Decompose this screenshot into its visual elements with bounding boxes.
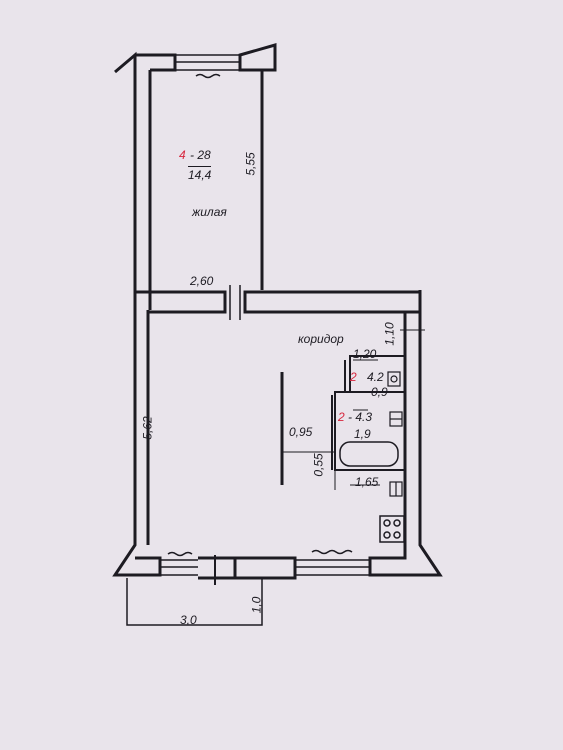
living-room-length: 5,55 — [243, 152, 258, 176]
toilet-width: 1,20 — [353, 347, 377, 361]
balcony — [126, 555, 263, 626]
living-room-label: жилая — [192, 205, 227, 219]
toilet-area: 0,9 — [371, 385, 388, 399]
balcony-depth: 1,0 — [249, 596, 264, 614]
top-wall — [135, 53, 177, 72]
exterior-wall-left — [112, 51, 162, 577]
bathroom-number: 2 — [338, 410, 345, 424]
bathroom-ref: - 4.3 — [348, 410, 373, 424]
toilet-ref: 4.2 — [367, 370, 384, 384]
living-room-area: 14,4 — [188, 166, 212, 182]
corridor-label: коридор — [298, 332, 344, 346]
stove-icon — [379, 515, 405, 543]
living-room-number: 4 — [179, 148, 186, 162]
bathroom-area: 1,9 — [354, 427, 371, 441]
kitchen-width: 1,65 — [355, 475, 379, 489]
bottom-left-window — [160, 551, 198, 576]
partition-offset: 0,95 — [289, 425, 313, 439]
living-room-ref: - 28 — [190, 148, 211, 162]
dimension-ticks — [334, 329, 425, 490]
bottom-wall-mid — [198, 556, 237, 580]
top-window — [175, 54, 240, 79]
bottom-wall-mid2 — [233, 556, 297, 580]
kitchen-sink-icon — [389, 481, 403, 497]
main-room-length: 5,62 — [140, 416, 155, 440]
sink-icon — [389, 411, 403, 427]
balcony-length: 3,0 — [180, 613, 197, 627]
door-width: 2,60 — [190, 274, 214, 288]
toilet-icon — [387, 371, 401, 387]
bathtub-icon — [339, 441, 399, 467]
door-marker — [229, 285, 241, 320]
bottom-right-window — [295, 549, 370, 576]
corridor-width: 1,10 — [382, 322, 397, 346]
middle-wall-left — [135, 290, 227, 314]
bath-offset: 0,55 — [311, 453, 326, 477]
top-wall-right — [238, 43, 277, 72]
middle-wall-right — [243, 290, 422, 314]
toilet-number: 2 — [350, 370, 357, 384]
bathroom-block — [331, 355, 406, 471]
